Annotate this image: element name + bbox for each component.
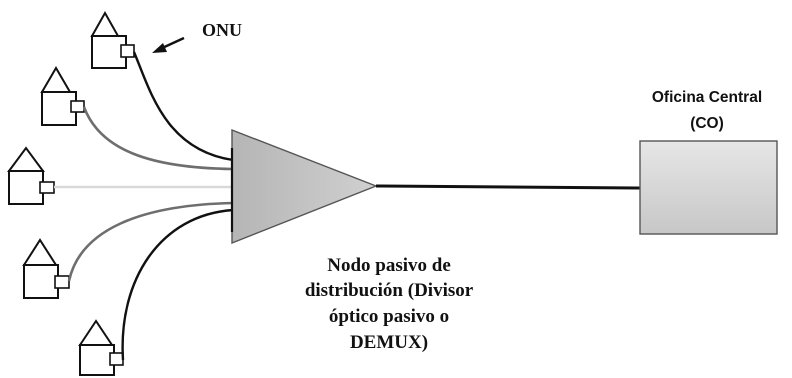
fiber-5 <box>121 208 234 361</box>
fiber-2 <box>82 106 234 171</box>
fiber-1 <box>132 51 234 162</box>
splitter-triangle <box>231 128 378 245</box>
onu-house-5 <box>78 319 124 376</box>
central-office-box <box>639 140 778 235</box>
central-office-subtitle: (CO) <box>690 115 724 132</box>
central-office-title: Oficina Central <box>652 89 762 106</box>
splitter-label-line3: óptico pasivo o <box>329 306 449 327</box>
fiber-4 <box>67 201 234 282</box>
splitter-label-line1: Nodo pasivo de <box>327 255 451 276</box>
onu-house-2 <box>40 66 85 126</box>
onu-house-3 <box>7 146 55 205</box>
onu-arrow-icon <box>152 36 185 53</box>
onu-house-1 <box>90 10 135 69</box>
onu-label: ONU <box>202 20 242 40</box>
splitter-label-line4: DEMUX) <box>350 332 428 353</box>
splitter-label-line2: distribución (Divisor <box>305 280 474 301</box>
onu-house-4 <box>22 238 70 299</box>
trunk-fiber <box>375 184 641 190</box>
